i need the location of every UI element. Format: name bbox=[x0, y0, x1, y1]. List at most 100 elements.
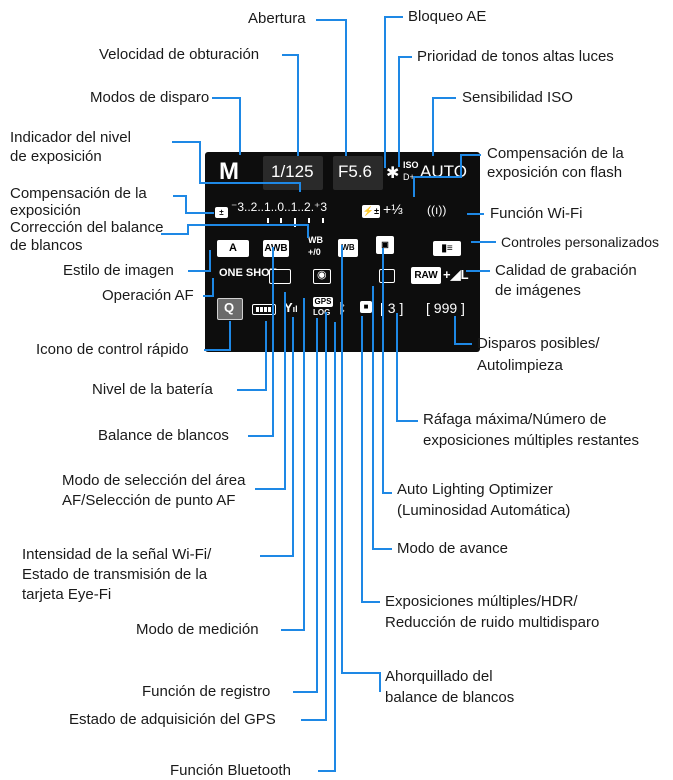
line-intensidad bbox=[260, 317, 294, 557]
shutter-speed-box bbox=[263, 156, 323, 190]
exposure-level-scale: ⁻3..2..1..0..1..2.⁺3 bbox=[231, 200, 328, 214]
line-correccion bbox=[161, 224, 309, 238]
auto-lighting-icon: ▣ bbox=[376, 236, 394, 254]
label-estilo-imagen: Estilo de imagen bbox=[63, 262, 174, 279]
gps-status-icon: GPS bbox=[313, 297, 333, 307]
multi-exposure-icon: ■ bbox=[360, 301, 372, 313]
label-bluetooth: Función Bluetooth bbox=[170, 762, 291, 779]
metering-mode-dot: ◉ bbox=[317, 269, 327, 281]
label-rafaga-1: Ráfaga máxima/Número de bbox=[423, 411, 607, 428]
label-expo-mult-2: Reducción de ruido multidisparo bbox=[385, 614, 600, 631]
label-rafaga-2: exposiciones múltiples restantes bbox=[423, 432, 639, 449]
iso-icon-top: ISO bbox=[403, 160, 419, 170]
label-modo-medicion: Modo de medición bbox=[136, 621, 259, 638]
iso-icon-bottom: D+ bbox=[403, 172, 415, 182]
quality-jpeg: +◢L bbox=[443, 267, 469, 282]
label-comp-expo-2: exposición bbox=[10, 202, 81, 219]
shots-remaining: [ 999 ] bbox=[426, 300, 465, 316]
af-operation: ONE SHOT bbox=[219, 267, 277, 279]
label-modo-sel-1: Modo de selección del área bbox=[62, 472, 246, 489]
exposure-comp-icon: ± bbox=[215, 207, 228, 218]
logging-function: LOG bbox=[313, 308, 331, 317]
line-bloqueo-ae bbox=[384, 16, 403, 168]
flash-comp-icon: ⚡± bbox=[362, 205, 380, 218]
shooting-mode: M bbox=[219, 158, 239, 185]
line-prioridad bbox=[398, 56, 412, 167]
gps-status: GPS bbox=[314, 297, 332, 306]
line-comp-flash bbox=[413, 154, 481, 197]
wifi-function-icon: ((ı)) bbox=[427, 203, 447, 217]
label-alo-2: (Luminosidad Automática) bbox=[397, 502, 571, 519]
label-modos-disparo: Modos de disparo bbox=[90, 89, 210, 106]
flash-comp-value: +⅓ bbox=[383, 201, 403, 217]
label-indicador-nivel-2: de exposición bbox=[10, 148, 102, 165]
line-iso bbox=[432, 97, 456, 156]
label-intensidad-3: tarjeta Eye-Fi bbox=[22, 586, 112, 603]
line-indicador bbox=[172, 141, 301, 192]
line-bateria bbox=[237, 321, 267, 391]
label-balance-blancos: Balance de blancos bbox=[98, 427, 229, 444]
line-ahorquillado bbox=[341, 245, 381, 692]
label-correccion-bal-2: de blancos bbox=[10, 237, 83, 254]
line-gps bbox=[301, 312, 327, 721]
line-avance bbox=[372, 286, 392, 550]
custom-controls-icon: ▮≡ bbox=[433, 241, 461, 256]
exposure-level-ticks bbox=[267, 218, 347, 228]
label-comp-flash-1: Compensación de la bbox=[487, 145, 624, 162]
label-modo-avance: Modo de avance bbox=[397, 540, 508, 557]
label-modo-sel-2: AF/Selección de punto AF bbox=[62, 492, 236, 509]
label-funcion-registro: Función de registro bbox=[142, 683, 271, 700]
metering-mode-icon bbox=[313, 269, 331, 284]
quick-control-icon bbox=[217, 298, 243, 320]
label-expo-mult-1: Exposiciones múltiples/HDR/ bbox=[385, 593, 578, 610]
line-expo-mult bbox=[361, 316, 380, 603]
label-correccion-bal-1: Corrección del balance bbox=[10, 219, 164, 236]
line-velocidad bbox=[282, 54, 299, 156]
label-funcion-wifi: Función Wi-Fi bbox=[490, 205, 583, 222]
line-medicion bbox=[281, 298, 305, 631]
line-estilo bbox=[188, 250, 211, 272]
picture-style-value: A bbox=[229, 242, 237, 254]
quality-raw: RAW bbox=[414, 270, 438, 281]
line-wb bbox=[248, 247, 274, 437]
line-bluetooth bbox=[318, 322, 336, 772]
label-indicador-nivel-1: Indicador del nivel bbox=[10, 129, 131, 146]
label-abertura: Abertura bbox=[248, 10, 306, 27]
camera-lcd-screen: M 1/125 F5.6 ✱ ISO D+ AUTO ± ⁻3..2..1..0… bbox=[205, 152, 480, 352]
label-comp-expo-1: Compensación de la bbox=[10, 185, 147, 202]
label-comp-flash-2: exposición con flash bbox=[487, 164, 623, 181]
picture-style-icon: A bbox=[217, 240, 249, 257]
line-alo bbox=[382, 248, 392, 494]
ae-lock-icon: ✱ bbox=[386, 165, 400, 182]
label-operacion-af: Operación AF bbox=[102, 287, 194, 304]
label-bloqueo-ae: Bloqueo AE bbox=[408, 8, 487, 25]
label-ahorquillado-1: Ahorquillado del bbox=[385, 668, 493, 685]
line-comp-expo bbox=[173, 195, 214, 214]
label-nivel-bateria: Nivel de la batería bbox=[92, 381, 213, 398]
label-icono-control: Icono de control rápido bbox=[36, 341, 189, 358]
label-intensidad-2: Estado de transmisión de la bbox=[22, 566, 208, 583]
aperture-box bbox=[333, 156, 383, 190]
label-disparos-1: Disparos posibles/ bbox=[477, 335, 600, 352]
line-quick bbox=[204, 321, 231, 351]
line-rafaga bbox=[396, 313, 418, 422]
line-modo-sel bbox=[255, 292, 286, 490]
af-area-icon bbox=[269, 269, 291, 284]
line-registro bbox=[293, 318, 318, 693]
shutter-speed: 1/125 bbox=[271, 162, 314, 181]
label-controles-pers: Controles personalizados bbox=[501, 234, 659, 250]
label-gps: Estado de adquisición del GPS bbox=[69, 711, 276, 728]
line-modos bbox=[212, 97, 241, 155]
label-calidad-1: Calidad de grabación bbox=[495, 262, 637, 279]
label-intensidad-1: Intensidad de la señal Wi-Fi/ bbox=[22, 546, 212, 563]
wifi-signal-icon: Yıl bbox=[284, 300, 298, 315]
label-ahorquillado-2: balance de blancos bbox=[385, 689, 515, 706]
drive-mode-icon bbox=[379, 269, 395, 283]
wb-shift-sub: +/0 bbox=[308, 247, 321, 257]
aperture-value: F5.6 bbox=[338, 162, 373, 181]
label-sensibilidad-iso: Sensibilidad ISO bbox=[462, 89, 573, 106]
label-velocidad: Velocidad de obturación bbox=[99, 46, 260, 63]
label-alo-1: Auto Lighting Optimizer bbox=[397, 481, 553, 498]
